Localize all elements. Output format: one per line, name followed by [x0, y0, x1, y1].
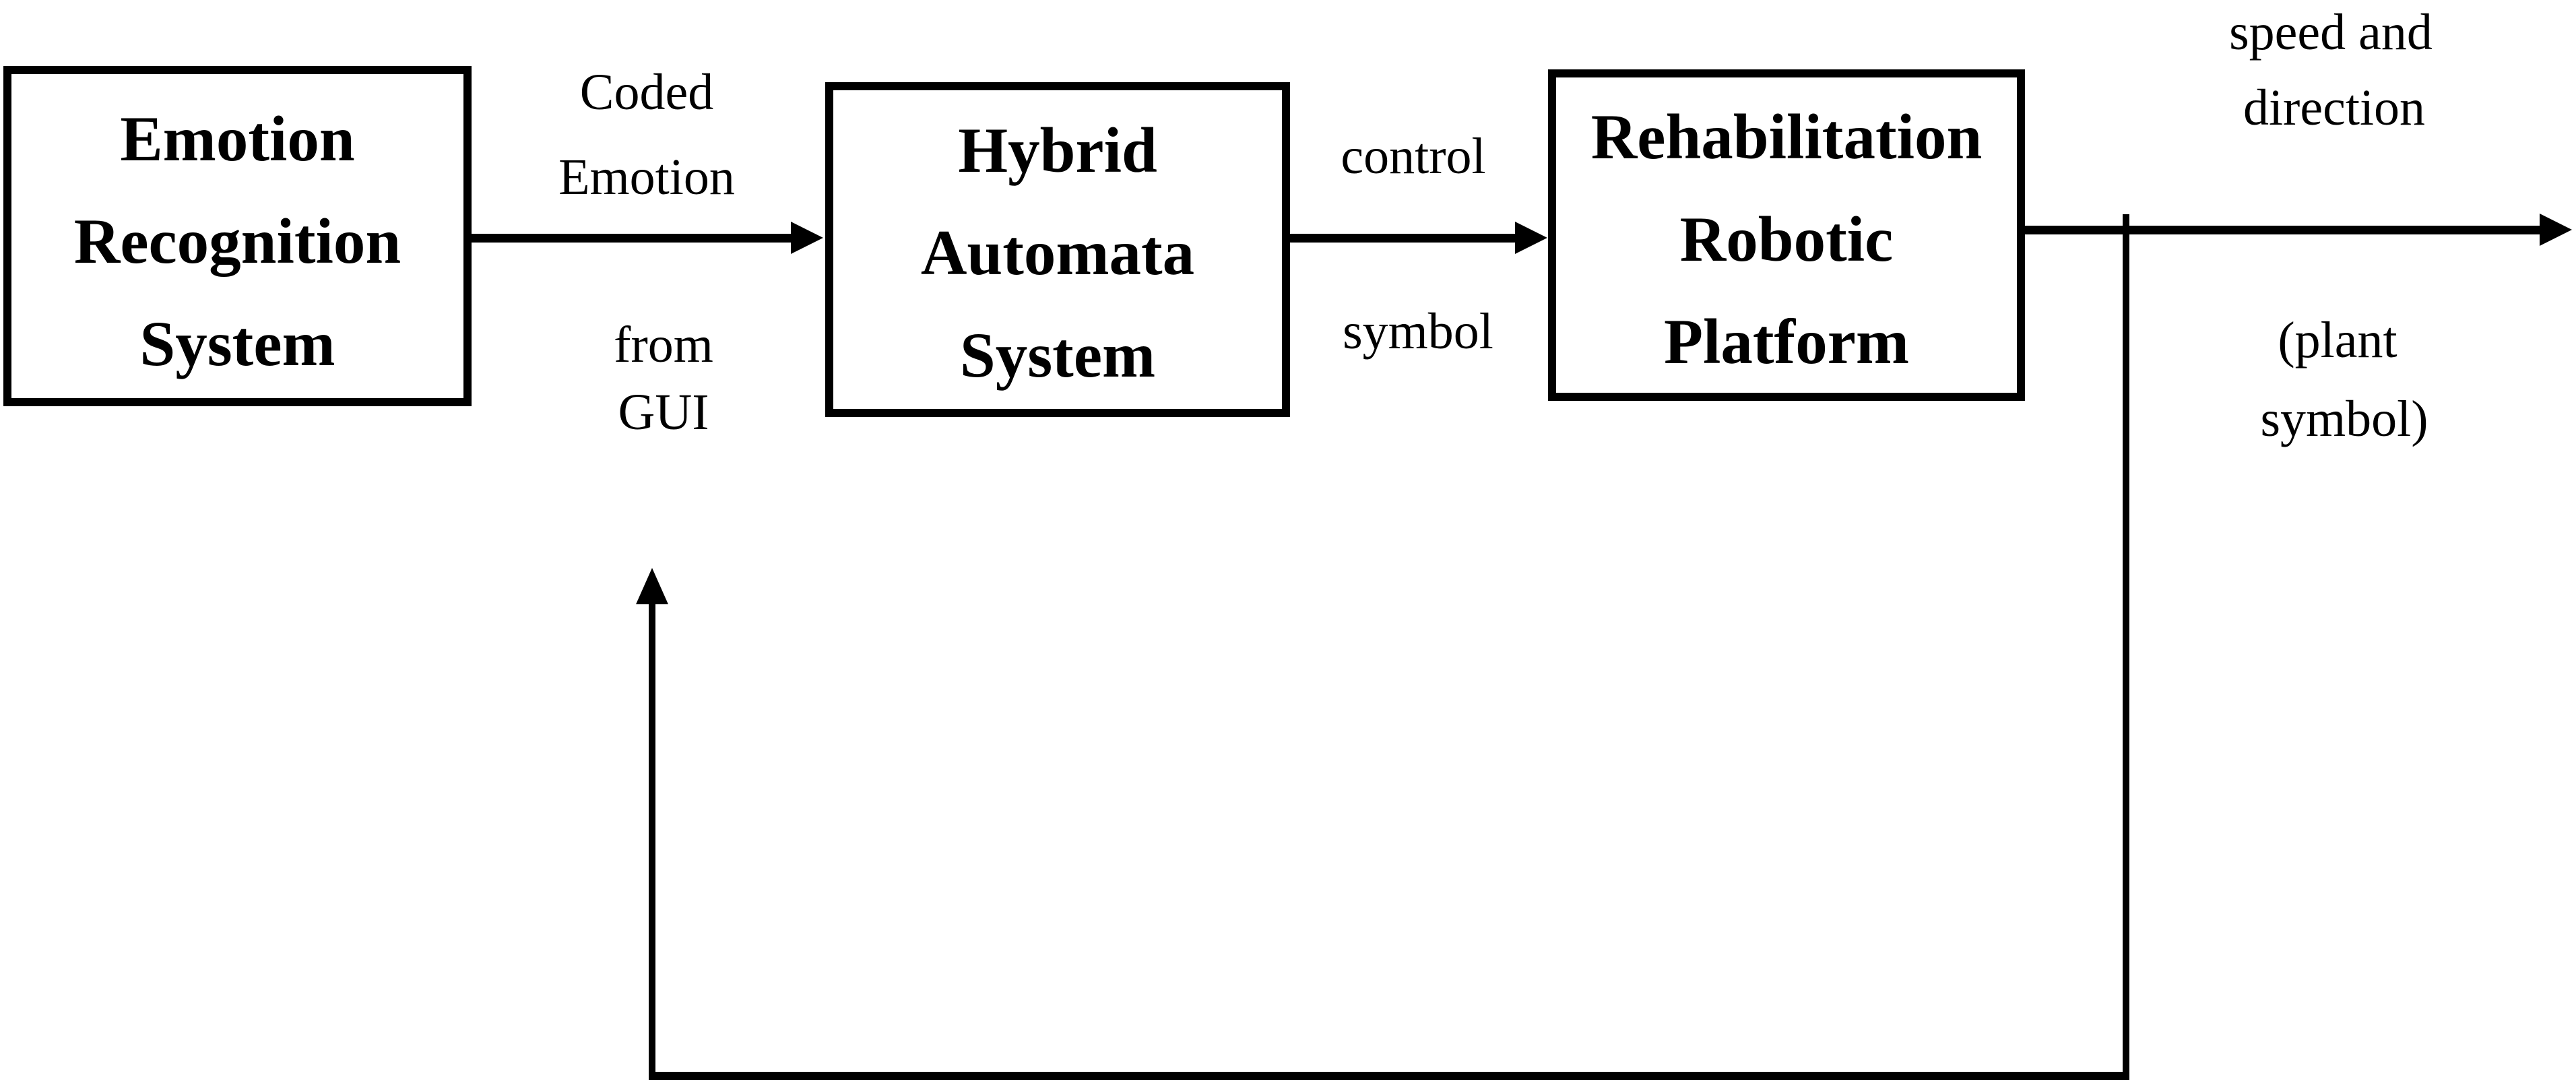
label-symbol: symbol	[1343, 303, 1493, 360]
box-rehabilitation-robotic-platform-line: Robotic	[1679, 203, 1894, 275]
box-emotion-recognition-system-line: Recognition	[73, 205, 401, 277]
box-hybrid-automata-system-line: Automata	[920, 216, 1195, 288]
arrow-automata-to-platform-line	[1290, 233, 1519, 243]
label-control: control	[1341, 128, 1486, 185]
arrow-emotion-to-automata-arrowhead-icon	[791, 222, 823, 254]
arrow-emotion-to-automata-line	[472, 233, 795, 243]
box-rehabilitation-robotic-platform-line: Platform	[1664, 306, 1909, 377]
label-symbol-close: symbol)	[2260, 391, 2428, 447]
label-from: from	[614, 317, 713, 373]
label-gui: GUI	[618, 384, 709, 441]
label-emotion: Emotion	[558, 149, 735, 205]
label-coded: Coded	[579, 64, 714, 121]
feedback-line-right-line	[2123, 214, 2129, 1080]
box-rehabilitation-robotic-platform-line: Rehabilitation	[1590, 101, 1983, 172]
feedback-arrow-up-arrowhead-icon	[636, 568, 668, 604]
box-emotion-recognition-system-line: Emotion	[120, 102, 355, 174]
arrow-platform-output-arrowhead-icon	[2540, 214, 2572, 246]
box-emotion-recognition-system-line: System	[139, 307, 335, 379]
label-direction: direction	[2243, 79, 2426, 136]
box-hybrid-automata-system-line: System	[959, 319, 1156, 391]
label-plant-open: (plant	[2278, 312, 2397, 368]
arrow-platform-output-line	[2024, 225, 2544, 234]
label-speed-and: speed and	[2229, 4, 2433, 61]
arrow-automata-to-platform-arrowhead-icon	[1515, 222, 1547, 254]
box-hybrid-automata-system-line: Hybrid	[958, 114, 1157, 186]
feedback-line-bottom-line	[649, 1072, 2129, 1080]
feedback-arrow-up-line	[649, 598, 655, 1080]
